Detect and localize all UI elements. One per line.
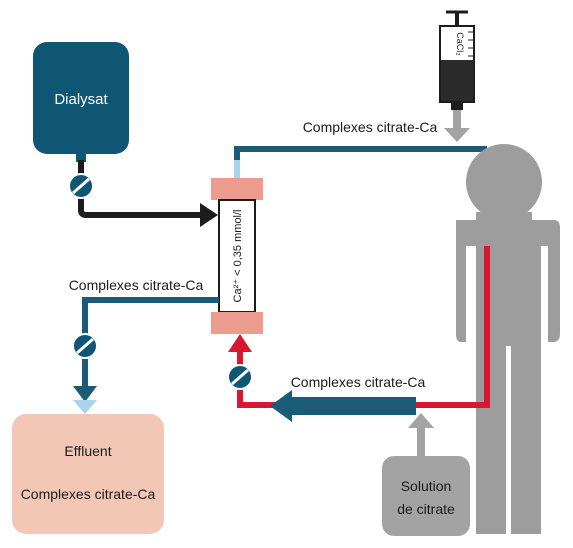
syringe-icon bbox=[439, 10, 475, 110]
citrate-line1: Solution bbox=[401, 478, 452, 494]
dialysate-arrowhead bbox=[200, 203, 218, 227]
filter bbox=[211, 178, 263, 334]
effluent-arrowhead bbox=[73, 386, 97, 402]
complexes-arrowhead bbox=[270, 390, 292, 422]
citrate-arrowhead bbox=[408, 413, 434, 428]
effluent-box bbox=[12, 414, 164, 534]
effluent-arrowhead-light bbox=[73, 400, 97, 414]
effluent-line bbox=[82, 297, 219, 390]
citrate-arrow-shaft bbox=[417, 424, 425, 458]
complexes-arrow-body bbox=[292, 397, 416, 415]
citrate-box bbox=[382, 456, 470, 536]
effluent-sub: Complexes citrate-Ca bbox=[21, 486, 156, 502]
complexes-bottom-label: Complexes citrate-Ca bbox=[291, 374, 426, 390]
syringe-arrowhead bbox=[444, 128, 470, 142]
citrate-line2: de citrate bbox=[397, 501, 455, 517]
dialysat-bag bbox=[33, 42, 129, 162]
blood-pump-icon bbox=[227, 364, 253, 390]
return-line-light bbox=[234, 160, 240, 178]
complexes-left-label: Complexes citrate-Ca bbox=[69, 277, 204, 293]
return-line bbox=[234, 146, 487, 212]
syringe-label: CaCl₂ bbox=[455, 32, 465, 56]
dialysate-line bbox=[78, 160, 200, 218]
effluent-pump-icon bbox=[72, 333, 98, 359]
complexes-top-label: Complexes citrate-Ca bbox=[303, 119, 438, 135]
filter-label: Ca²⁺ < 0,35 mmol/l bbox=[232, 210, 244, 303]
dialysat-label: Dialysat bbox=[54, 91, 108, 108]
syringe-arrow-shaft bbox=[453, 110, 461, 130]
dialysat-pump-icon bbox=[68, 173, 94, 199]
blood-arrowhead bbox=[228, 334, 252, 352]
effluent-title: Effluent bbox=[64, 443, 111, 459]
patient-figure bbox=[456, 144, 560, 534]
